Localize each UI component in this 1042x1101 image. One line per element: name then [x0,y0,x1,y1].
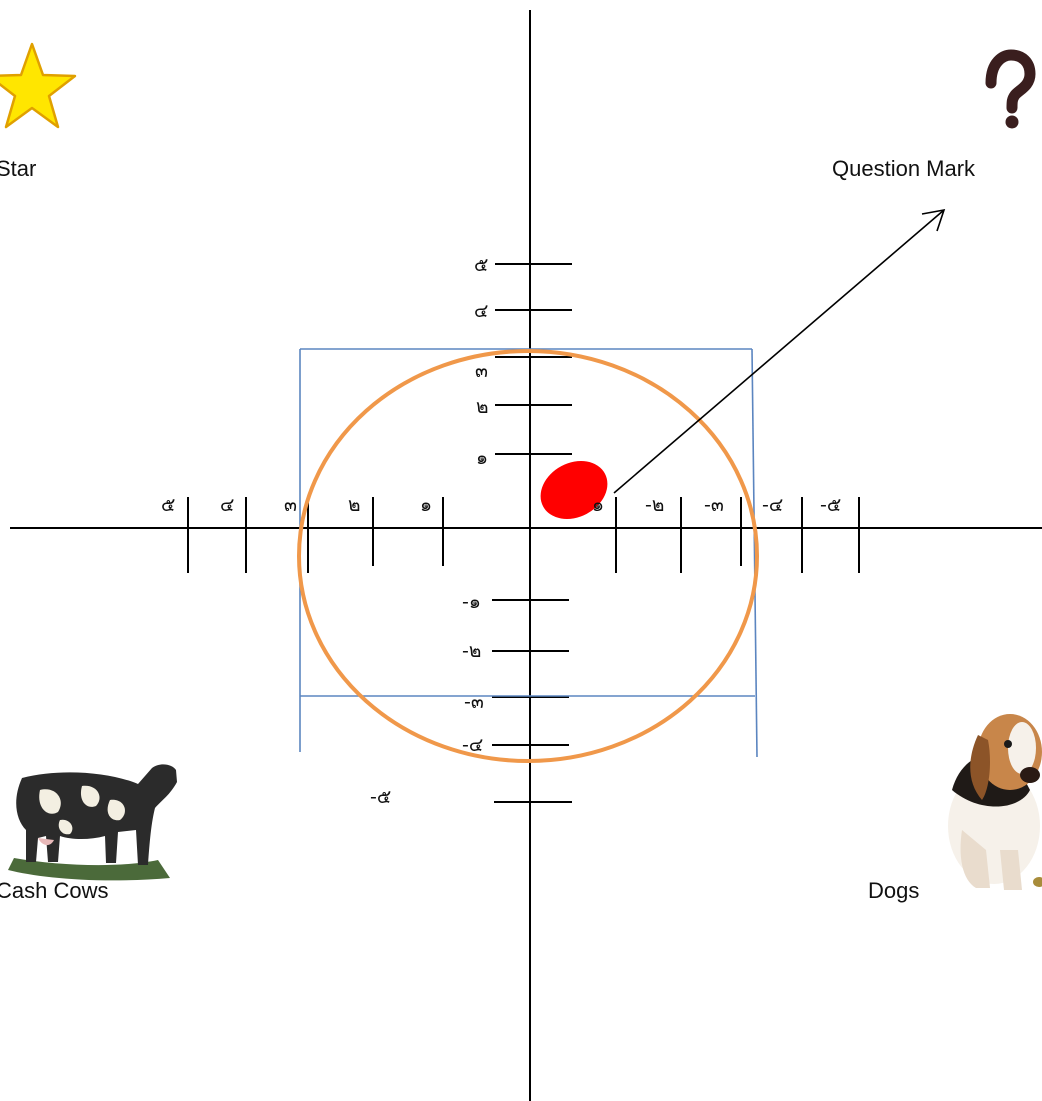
arrow-line [613,209,945,494]
dog-icon [948,714,1042,890]
x-label-right-5: -๕ [820,494,842,516]
x-label-left-2: ๒ [348,494,361,516]
cow-icon [8,764,178,881]
arrow-head [921,208,946,232]
question-mark-icon [985,49,1036,129]
x-label-right-1: ๑ [592,494,605,516]
cash-cows-label: Cash Cows [0,878,109,903]
y-label-neg-1: -๑ [462,591,481,613]
orange-circle [297,349,759,763]
question-mark-label: Question Mark [832,156,976,181]
y-label-5: ๕ [474,254,489,276]
y-label-neg-3: -๓ [464,691,484,713]
x-label-left-5: ๕ [161,494,176,516]
y-label-3: ๓ [475,360,488,382]
red-marker [540,461,608,519]
star-label: Star [0,156,37,181]
y-label-2: ๒ [476,396,489,418]
y-label-neg-4: -๔ [462,734,484,756]
dogs-label: Dogs [868,878,920,903]
x-label-right-2: -๒ [645,494,665,516]
y-label-neg-5: -๕ [370,786,392,808]
x-label-left-1: ๑ [420,494,433,516]
star-icon [0,42,77,129]
y-label-1: ๑ [476,447,489,469]
x-label-left-3: ๓ [284,494,297,516]
y-label-4: ๔ [474,300,489,322]
x-label-right-4: -๔ [762,494,784,516]
y-label-neg-2: -๒ [462,640,482,662]
x-label-left-4: ๔ [220,494,235,516]
x-label-right-3: -๓ [704,494,724,516]
